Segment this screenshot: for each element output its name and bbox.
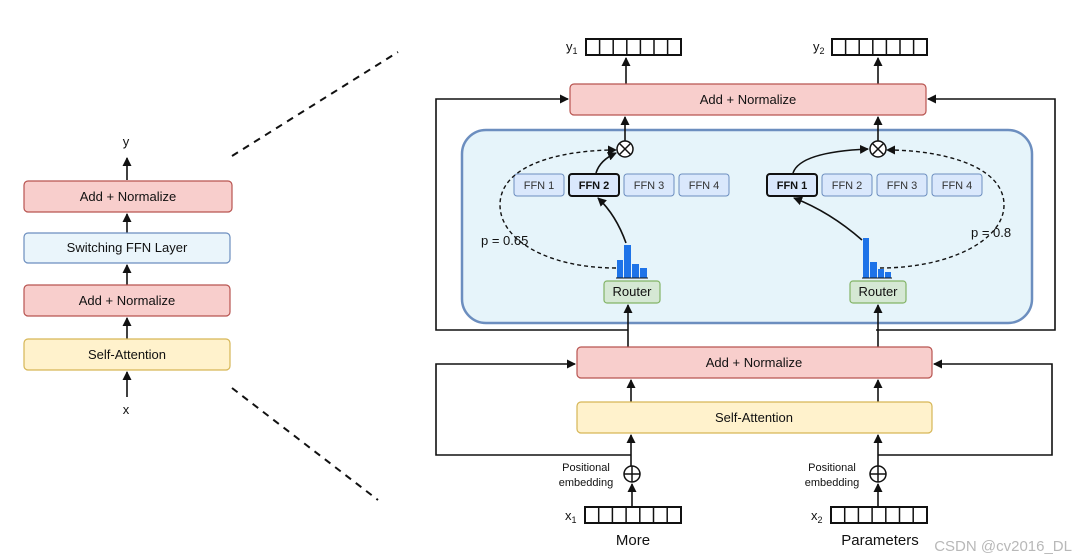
left-input-label: x: [123, 402, 130, 417]
left-add-normalize-bottom: [23, 284, 231, 317]
multiply-node-1: [616, 140, 634, 158]
left-self-attention: [23, 338, 231, 371]
expert-row-2: FFN 1 FFN 2 FFN 3 FFN 4: [766, 173, 983, 197]
left-add-normalize-bottom-label: Add + Normalize: [79, 293, 175, 308]
output-2-label: y2: [813, 39, 825, 56]
expert-1a-ffn4: [678, 173, 730, 197]
output-1-vector: [585, 38, 682, 56]
right-add-normalize-bottom-label: Add + Normalize: [706, 355, 802, 370]
output-1-label: y1: [566, 39, 578, 56]
add-node-1: [623, 465, 641, 483]
router-1-to-ffn2: [597, 197, 627, 244]
left-self-attention-label: Self-Attention: [88, 347, 166, 362]
prob-label-2: p = 0.8: [971, 225, 1011, 240]
input-2-vector: [830, 506, 928, 524]
left-add-normalize-top: [23, 180, 233, 213]
expert-2-ffn3-label: FFN 3: [887, 180, 918, 192]
expert-2-ffn1-label: FFN 1: [777, 180, 808, 192]
router-2: [849, 280, 907, 304]
right-add-normalize-bottom: [576, 346, 933, 379]
left-add-normalize-top-label: Add + Normalize: [80, 189, 176, 204]
expert-1a-ffn2-selected: [568, 173, 620, 197]
expert-row-1: FFN 1 FFN 2 FFN 3 FFN 4: [513, 173, 730, 197]
expert-1a-ffn1: [513, 173, 565, 197]
expert-2-ffn1-selected: [766, 173, 818, 197]
expert-2-ffn3: [876, 173, 928, 197]
router-1: [603, 280, 661, 304]
left-output-label: y: [123, 134, 130, 149]
expert-2-ffn4-label: FFN 4: [942, 180, 973, 192]
gate-path-1: [499, 145, 617, 269]
prob-label-1: p = 0.65: [481, 233, 528, 248]
left-panel: y Add + Normalize Switching FFN Layer Ad…: [23, 134, 233, 417]
input-1-vector: [584, 506, 682, 524]
right-self-attention: [576, 401, 933, 434]
expert-2-ffn4: [931, 173, 983, 197]
router-2-label: Router: [858, 284, 898, 299]
router-1-label: Router: [612, 284, 652, 299]
input-1-label: x1: [565, 508, 577, 525]
zoom-line-top: [231, 51, 399, 157]
right-self-attention-label: Self-Attention: [715, 410, 793, 425]
residual-lower: [435, 359, 631, 456]
expert-1a-ffn2-label: FFN 2: [579, 180, 610, 192]
expert-1a-ffn1-label: FFN 1: [524, 180, 555, 192]
add-node-2: [869, 465, 887, 483]
zoom-line-bottom: [231, 387, 379, 501]
router-2-to-ffn1: [793, 196, 863, 241]
expert-2-ffn2-label: FFN 2: [832, 180, 863, 192]
right-add-normalize-top-label: Add + Normalize: [700, 92, 796, 107]
watermark: CSDN @cv2016_DL: [934, 538, 1072, 555]
moe-layer-container: [460, 128, 1034, 325]
route-ffn1-to-multiply: [792, 144, 869, 174]
input-1-word: More: [616, 532, 650, 549]
residual-upper: [435, 94, 628, 331]
router-2-histogram: [862, 238, 892, 279]
expert-1a-ffn3: [623, 173, 675, 197]
left-switching-ffn-label: Switching FFN Layer: [67, 240, 188, 255]
gate-path-2: [879, 145, 1005, 269]
output-2-vector: [831, 38, 928, 56]
right-panel: y1 y2 Add + Normalize: [435, 38, 1056, 549]
router-1-histogram: [616, 245, 648, 279]
expert-1a-ffn3-label: FFN 3: [634, 180, 665, 192]
multiply-node-2: [869, 140, 887, 158]
expert-2-ffn2: [821, 173, 873, 197]
left-switching-ffn-layer: [23, 232, 231, 264]
input-2-word: Parameters: [841, 532, 919, 549]
expert-1a-ffn4-label: FFN 4: [689, 180, 720, 192]
right-add-normalize-top: [569, 83, 927, 116]
input-2-label: x2: [811, 508, 823, 525]
